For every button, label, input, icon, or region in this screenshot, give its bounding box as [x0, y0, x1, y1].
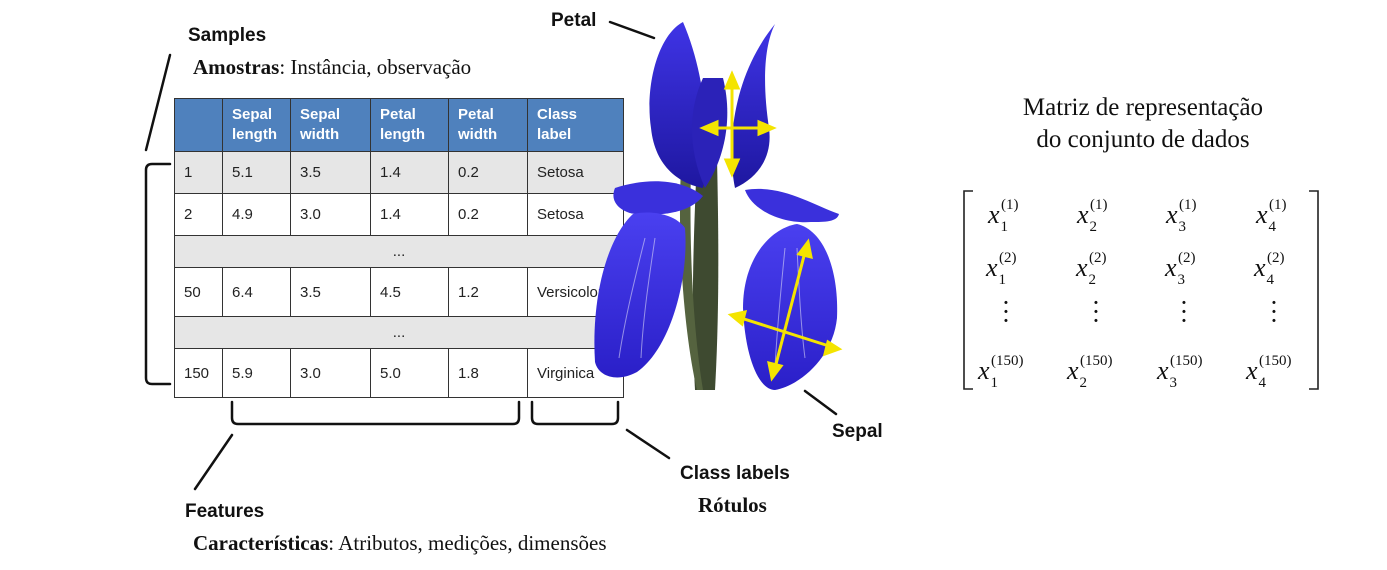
- table-cell: 5.9: [222, 348, 291, 398]
- samples-bracket: [144, 162, 172, 386]
- header-text: Sepal width: [300, 106, 341, 143]
- class-labels-bracket: [530, 400, 620, 426]
- samples-pt-rest: : Instância, observação: [279, 55, 472, 79]
- table-cell: 3.5: [290, 151, 371, 194]
- table-ellipsis-row: ...: [174, 316, 624, 349]
- matrix-vdots: ···: [1001, 288, 1011, 335]
- table-cell: 1: [174, 151, 223, 194]
- table-cell: 1.2: [448, 267, 528, 317]
- matrix-entry: x2(150): [1067, 353, 1113, 391]
- table-cell: 0.2: [448, 193, 528, 236]
- matrix-vdots: ···: [1179, 288, 1189, 335]
- header-text: Petal width: [458, 106, 498, 143]
- table-row: 2 4.9 3.0 1.4 0.2 Setosa: [174, 193, 624, 236]
- header-text: Petal length: [380, 106, 425, 143]
- features-pt-caption: Características: Atributos, medições, di…: [193, 531, 607, 556]
- matrix-entry: x1(2): [986, 250, 1017, 288]
- table-cell: 2: [174, 193, 223, 236]
- petal-label: Petal: [551, 10, 597, 31]
- class-labels-pt: Rótulos: [698, 493, 767, 517]
- table-cell: 1.4: [370, 151, 449, 194]
- features-label: Features: [185, 501, 265, 522]
- samples-pt-caption: Amostras: Instância, observação: [193, 55, 471, 80]
- petal-center-shape: [692, 78, 728, 188]
- matrix-entry: x4(2): [1254, 250, 1285, 288]
- matrix-entry: x3(1): [1166, 197, 1197, 235]
- table-cell: 0.2: [448, 151, 528, 194]
- sepal-left-shape: [594, 212, 686, 378]
- header-cell-sepal-length: Sepal length: [222, 98, 291, 152]
- style-arm-right-shape: [745, 188, 839, 223]
- matrix-entry: x2(1): [1077, 197, 1108, 235]
- matrix-title-line1: Matriz de representação: [1022, 94, 1264, 121]
- iris-dataset-table: Sepal length Sepal width Petal length Pe…: [174, 98, 624, 398]
- header-cell-petal-length: Petal length: [370, 98, 449, 152]
- table-row: 1 5.1 3.5 1.4 0.2 Setosa: [174, 151, 624, 194]
- style-arm-left-shape: [613, 181, 703, 215]
- matrix-left-bracket: [963, 190, 973, 390]
- table-cell: 4.9: [222, 193, 291, 236]
- petal-left-shape: [649, 22, 707, 188]
- petal-connector-line: [608, 20, 656, 40]
- table-cell: 6.4: [222, 267, 291, 317]
- table-cell: 4.5: [370, 267, 449, 317]
- matrix-vdots: ···: [1269, 288, 1279, 335]
- stem-shape: [692, 158, 719, 390]
- iris-flower-illustration: [594, 22, 843, 390]
- table-cell: 5.1: [222, 151, 291, 194]
- matrix-entry: x4(150): [1246, 353, 1292, 391]
- table-cell: 3.0: [290, 348, 371, 398]
- class-labels-label: Class labels: [680, 463, 790, 484]
- table-cell: Setosa: [527, 151, 624, 194]
- matrix-entry: x3(2): [1165, 250, 1196, 288]
- sepal-connector-line: [803, 389, 838, 416]
- matrix-vdots: ···: [1091, 288, 1101, 335]
- ellipsis-cell: ...: [174, 316, 624, 349]
- matrix-entry: x1(1): [988, 197, 1019, 235]
- header-cell-sepal-width: Sepal width: [290, 98, 371, 152]
- table-cell: 5.0: [370, 348, 449, 398]
- table-cell: 150: [174, 348, 223, 398]
- matrix-title-line2: do conjunto de dados: [1036, 126, 1250, 153]
- sepal-label: Sepal: [832, 421, 883, 442]
- ellipsis-cell: ...: [174, 235, 624, 268]
- features-connector-line: [193, 433, 234, 491]
- header-text: Sepal length: [232, 106, 277, 143]
- matrix-entry: x2(2): [1076, 250, 1107, 288]
- features-bracket: [230, 400, 521, 426]
- features-pt-rest: : Atributos, medições, dimensões: [328, 531, 607, 555]
- header-text: Class label: [537, 106, 578, 143]
- matrix-entry: x4(1): [1256, 197, 1287, 235]
- matrix-entry: x3(150): [1157, 353, 1203, 391]
- matrix-title: Matriz de representação do conjunto de d…: [990, 92, 1296, 156]
- table-ellipsis-row: ...: [174, 235, 624, 268]
- matrix-right-bracket: [1309, 190, 1319, 390]
- samples-connector-line: [144, 53, 172, 152]
- header-cell-class-label: Class label: [527, 98, 624, 152]
- table-header-row: Sepal length Sepal width Petal length Pe…: [174, 98, 624, 152]
- samples-pt-bold: Amostras: [193, 55, 280, 79]
- table-cell: Setosa: [527, 193, 624, 236]
- petal-right-shape: [731, 24, 775, 188]
- matrix-brackets: [963, 190, 1319, 390]
- features-pt-bold: Características: [193, 531, 329, 555]
- class-labels-connector-line: [625, 428, 671, 460]
- matrix-entry: x1(150): [978, 353, 1024, 391]
- samples-label: Samples: [188, 25, 267, 46]
- leaf-shape: [679, 168, 703, 390]
